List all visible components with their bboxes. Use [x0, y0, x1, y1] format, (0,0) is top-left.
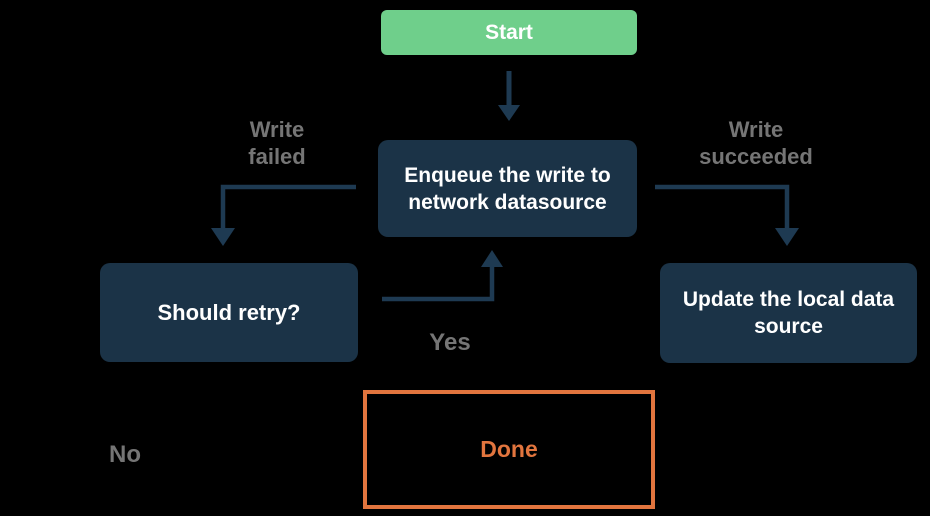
- edge-label-write-failed: Write failed: [248, 117, 306, 169]
- node-start: Start: [381, 10, 637, 55]
- node-update-local-label: Update the local data source: [682, 288, 895, 338]
- node-done-label: Done: [480, 436, 538, 462]
- node-enqueue-write: Enqueue the write to network datasource: [378, 140, 637, 237]
- node-done: Done: [363, 390, 655, 509]
- arrow-write-failed: [211, 184, 356, 246]
- node-should-retry: Should retry?: [100, 263, 358, 362]
- edge-label-no: No: [109, 441, 141, 468]
- edge-label-yes: Yes: [429, 329, 471, 356]
- node-update-local: Update the local data source: [660, 263, 917, 363]
- arrow-write-succeeded: [655, 184, 799, 246]
- node-enqueue-write-label: Enqueue the write to network datasource: [404, 163, 611, 214]
- arrow-start-to-enqueue: [498, 71, 520, 121]
- node-start-label: Start: [485, 20, 533, 44]
- arrow-yes-retry: [382, 250, 503, 302]
- edge-label-write-succeeded: Write succeeded: [699, 117, 813, 169]
- node-should-retry-label: Should retry?: [157, 300, 301, 325]
